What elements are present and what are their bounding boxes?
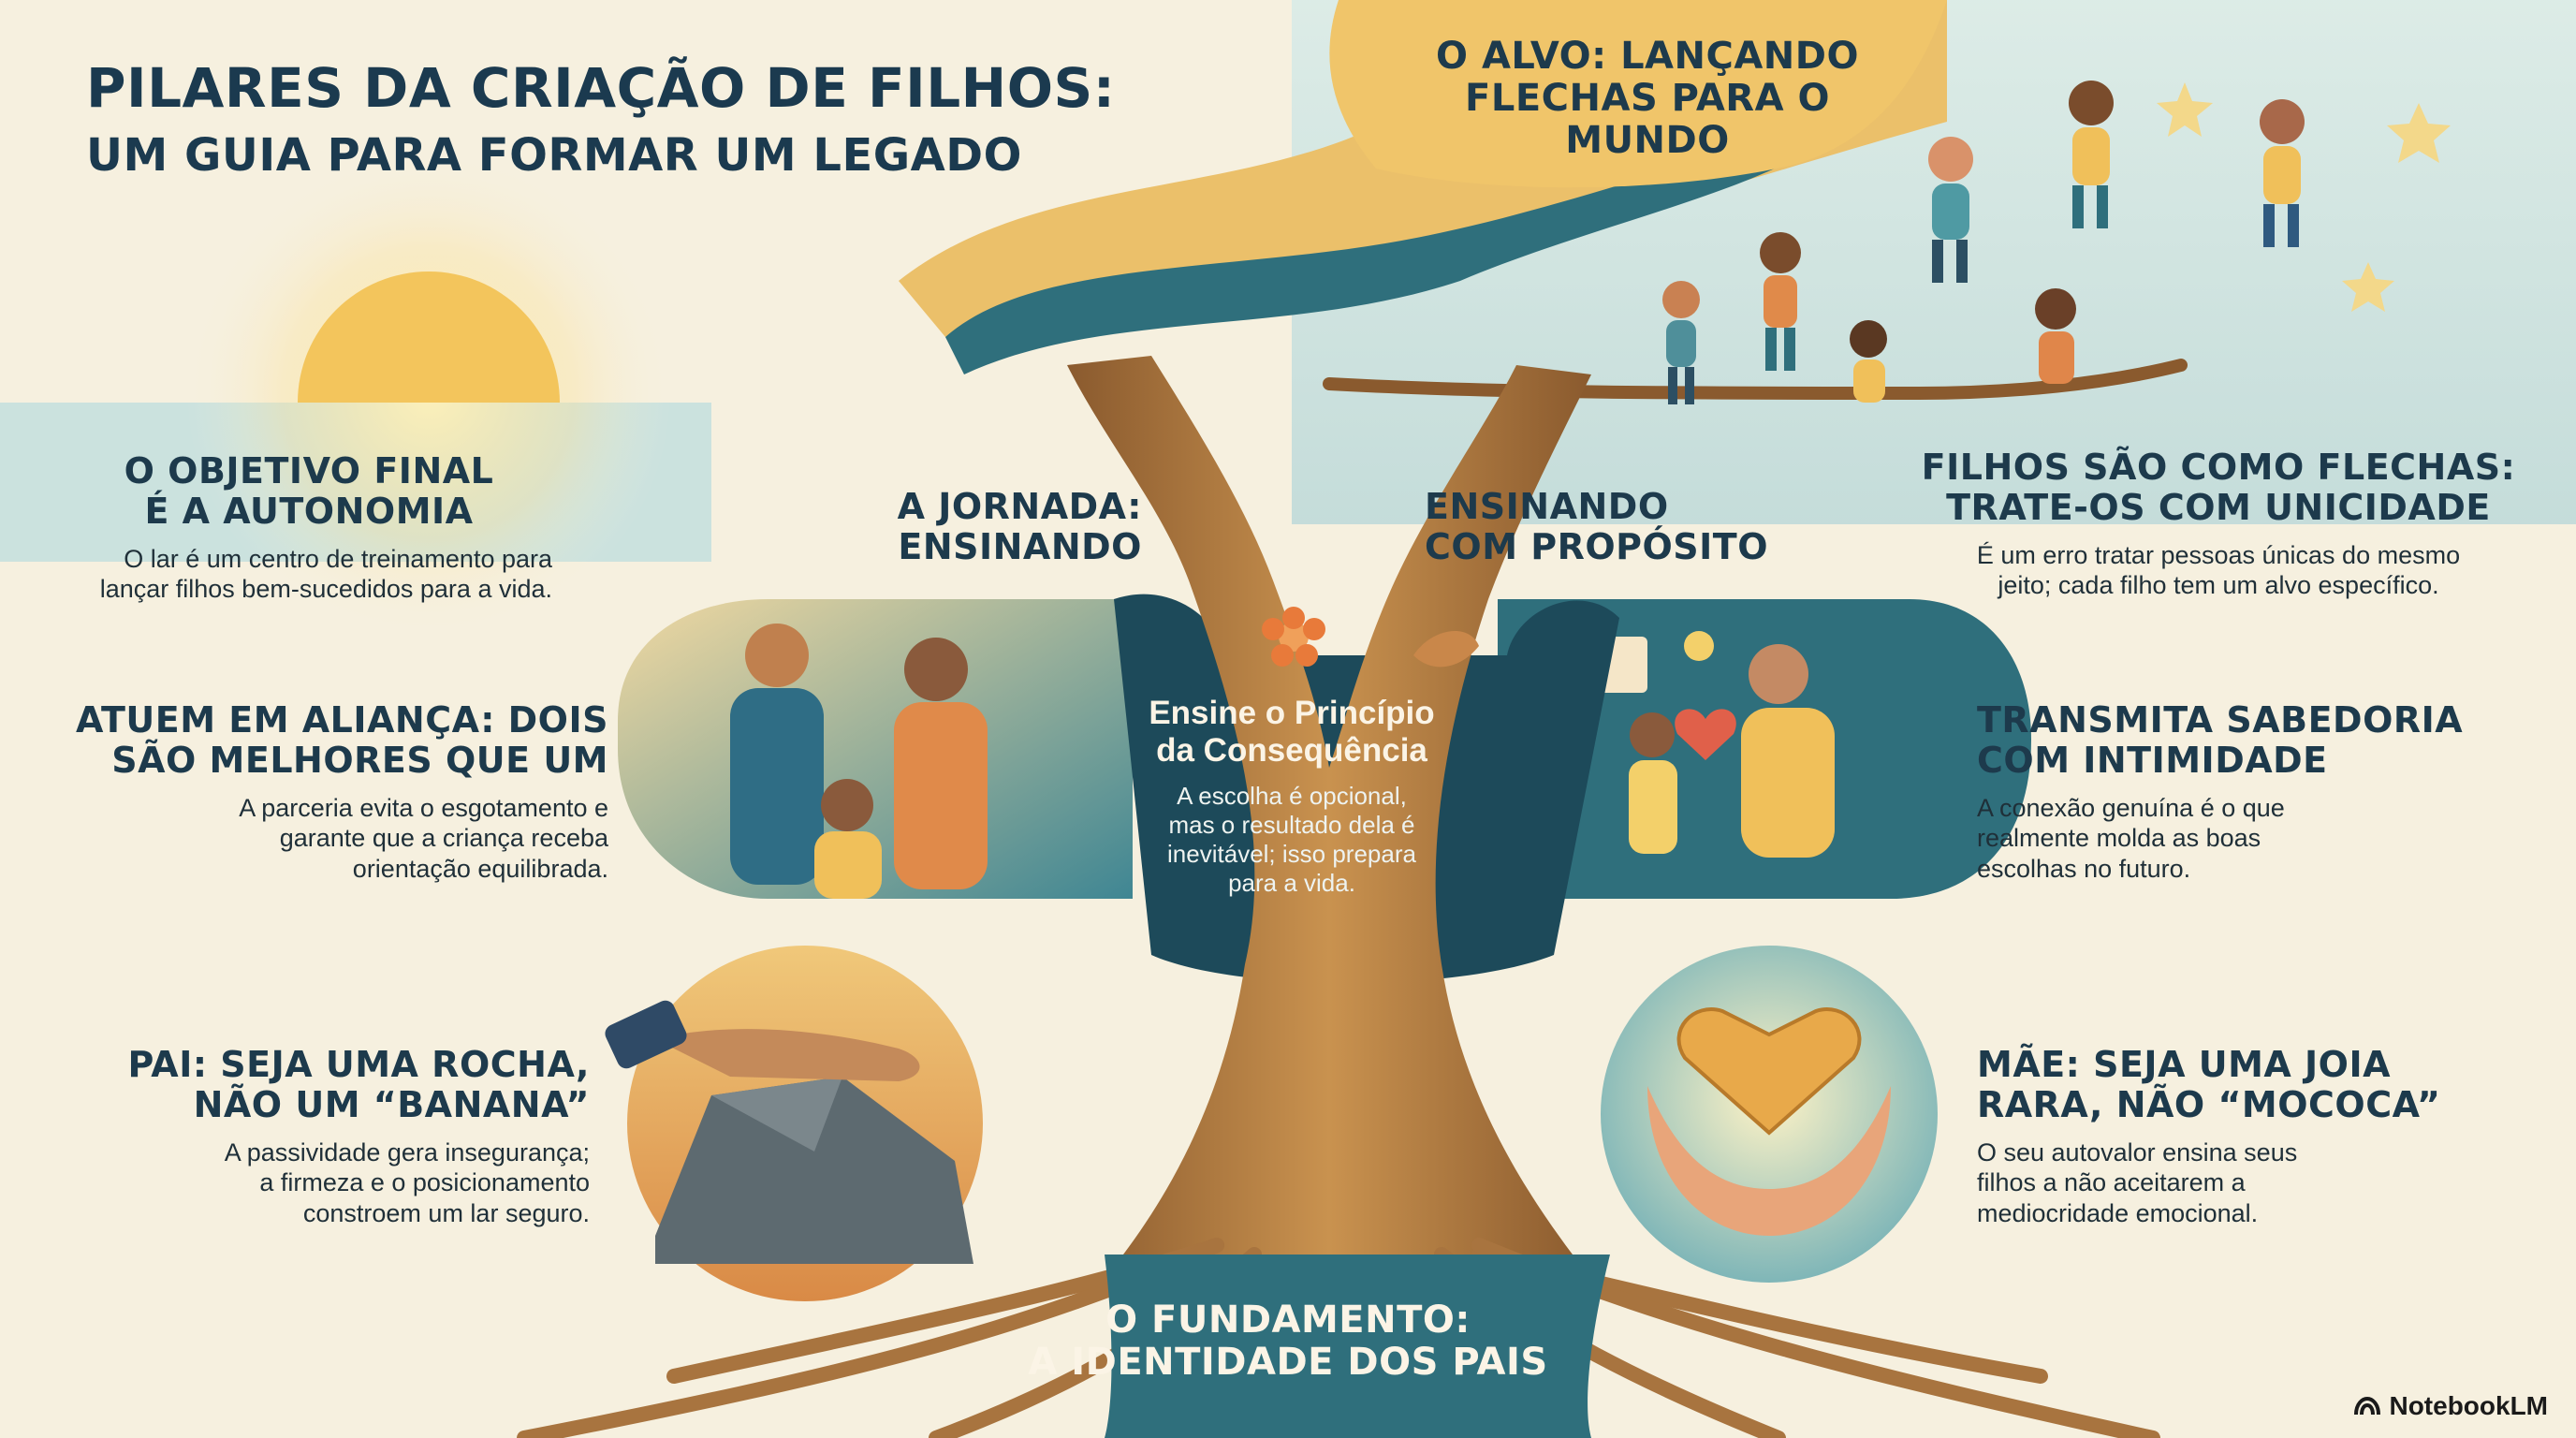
flower-icon — [1262, 607, 1325, 667]
child-4 — [2069, 81, 2114, 228]
sun-icon — [185, 150, 672, 637]
father-body-line-2: a firmeza e o posicionamento — [259, 1168, 590, 1197]
children-branch — [1323, 359, 2188, 401]
hand-on-rock — [655, 1029, 920, 1081]
wisdom-body-line-2: realmente molda as boas — [1977, 824, 2261, 853]
father-section: PAI: SEJA UMA ROCHA, NÃO UM “BANANA” A p… — [66, 1045, 590, 1228]
jewel-scene — [1601, 946, 1938, 1283]
foundation-label-line-1: O FUNDAMENTO: — [1105, 1299, 1471, 1342]
wisdom-heading-line-1: TRANSMITA SABEDORIA — [1977, 699, 2464, 741]
star-icons — [2157, 82, 2451, 312]
alliance-scene — [618, 599, 1133, 899]
page-title: PILARES DA CRIAÇÃO DE FILHOS: — [86, 56, 1116, 120]
father-heading-line-1: PAI: SEJA UMA ROCHA, — [127, 1044, 590, 1085]
autonomy-body-line-2: lançar filhos bem-sucedidos para a vida. — [99, 575, 552, 604]
autonomy-body: O lar é um centro de treinamento para la… — [66, 544, 552, 605]
purpose-label: ENSINANDO COM PROPÓSITO — [1425, 487, 1799, 566]
alliance-section: ATUEM EM ALIANÇA: DOIS SÃO MELHORES QUE … — [66, 700, 608, 884]
rock-scene — [605, 946, 983, 1301]
consequence-heading: Ensine o Princípio da Consequência — [1123, 695, 1460, 770]
arrows-heading: FILHOS SÃO COMO FLECHAS: TRATE-OS COM UN… — [1919, 448, 2518, 527]
leaf-icon — [1413, 630, 1479, 668]
autonomy-heading-line-1: O OBJETIVO FINAL — [124, 450, 494, 492]
mother-body-line-2: filhos a não aceitarem a — [1977, 1168, 2246, 1197]
mother-section: MÃE: SEJA UMA JOIA RARA, NÃO “MOCOCA” O … — [1977, 1045, 2501, 1228]
arrows-body-line-1: É um erro tratar pessoas únicas do mesmo — [1976, 541, 2461, 570]
wisdom-body-line-3: escolhas no futuro. — [1977, 854, 2191, 883]
mother-heading-line-2: RARA, NÃO “MOCOCA” — [1977, 1083, 2441, 1125]
autonomy-body-line-1: O lar é um centro de treinamento para — [124, 545, 552, 574]
alliance-body-line-2: garante que a criança receba — [279, 824, 608, 853]
arrows-body: É um erro tratar pessoas únicas do mesmo… — [1919, 540, 2518, 601]
foundation-label: O FUNDAMENTO: A IDENTIDADE DOS PAIS — [1017, 1299, 1559, 1384]
root-base — [1105, 1255, 1610, 1438]
notebooklm-logo-icon — [2354, 1396, 2381, 1416]
consequence-body-line-4: para a vida. — [1228, 869, 1355, 898]
consequence-body-line-3: inevitável; isso prepara — [1167, 839, 1416, 868]
mother-body: O seu autovalor ensina seus filhos a não… — [1977, 1137, 2501, 1228]
mother-heading: MÃE: SEJA UMA JOIA RARA, NÃO “MOCOCA” — [1977, 1045, 2501, 1124]
tree-trunk — [1067, 356, 1591, 1255]
target-banner-line-2: FLECHAS PARA O MUNDO — [1465, 76, 1830, 162]
wisdom-body: A conexão genuína é o que realmente mold… — [1977, 793, 2501, 884]
consequence-body-line-2: mas o resultado dela é — [1168, 810, 1415, 839]
child-6 — [2035, 288, 2076, 384]
alliance-heading-line-1: ATUEM EM ALIANÇA: DOIS — [76, 699, 608, 741]
child-2 — [1760, 232, 1801, 371]
alliance-body: A parceria evita o esgotamento e garante… — [66, 793, 608, 884]
father-body-line-3: constroem um lar seguro. — [302, 1198, 590, 1227]
mother-body-line-3: mediocridade emocional. — [1977, 1198, 2259, 1227]
consequence-heading-line-2: da Consequência — [1156, 732, 1427, 770]
consequence-body-line-1: A escolha é opcional, — [1177, 781, 1407, 810]
notebooklm-brand: NotebookLM — [2353, 1391, 2548, 1421]
diamond-heart-icon — [1676, 1007, 1862, 1136]
autonomy-heading: O OBJETIVO FINAL É A AUTONOMIA — [66, 451, 552, 531]
canopy — [945, 131, 1835, 374]
autonomy-heading-line-2: É A AUTONOMIA — [144, 490, 474, 532]
purpose-label-line-2: COM PROPÓSITO — [1425, 525, 1769, 567]
alliance-body-line-1: A parceria evita o esgotamento e — [239, 794, 608, 823]
wisdom-heading-line-2: COM INTIMIDADE — [1977, 739, 2328, 781]
banner-shape — [1329, 0, 1947, 188]
child-3 — [1928, 137, 1973, 283]
mother-body-line-1: O seu autovalor ensina seus — [1977, 1138, 2298, 1167]
journey-label: A JORNADA: ENSINANDO — [861, 487, 1142, 566]
child-5 — [2260, 99, 2305, 247]
consequence-heading-line-1: Ensine o Princípio — [1149, 695, 1435, 731]
father-body: A passividade gera insegurança; a firmez… — [66, 1137, 590, 1228]
arrows-heading-line-2: TRATE-OS COM UNICIDADE — [1946, 486, 2491, 528]
cupped-hands — [1647, 1086, 1891, 1236]
consequence-body: A escolha é opcional, mas o resultado de… — [1123, 782, 1460, 899]
journey-label-line-1: A JORNADA: — [897, 486, 1142, 527]
autonomy-section: O OBJETIVO FINAL É A AUTONOMIA O lar é u… — [66, 451, 552, 605]
target-banner: O ALVO: LANÇANDO FLECHAS PARA O MUNDO — [1385, 36, 1910, 161]
wisdom-body-line-1: A conexão genuína é o que — [1977, 794, 2285, 823]
alliance-heading: ATUEM EM ALIANÇA: DOIS SÃO MELHORES QUE … — [66, 700, 608, 780]
wisdom-heading: TRANSMITA SABEDORIA COM INTIMIDADE — [1977, 700, 2501, 780]
arrows-body-line-2: jeito; cada filho tem um alvo específico… — [1998, 571, 2439, 600]
arrows-section: FILHOS SÃO COMO FLECHAS: TRATE-OS COM UN… — [1919, 448, 2518, 601]
journey-label-line-2: ENSINANDO — [898, 525, 1142, 567]
father-body-line-1: A passividade gera insegurança; — [224, 1138, 590, 1167]
foundation-label-line-2: A IDENTIDADE DOS PAIS — [1028, 1340, 1548, 1384]
page-subtitle: UM GUIA PARA FORMAR UM LEGADO — [86, 129, 1022, 182]
wisdom-section: TRANSMITA SABEDORIA COM INTIMIDADE A con… — [1977, 700, 2501, 884]
child-7 — [1850, 320, 1887, 403]
alliance-heading-line-2: SÃO MELHORES QUE UM — [111, 739, 608, 781]
child-1 — [1662, 281, 1700, 404]
father-heading-line-2: NÃO UM “BANANA” — [193, 1083, 590, 1125]
father-heading: PAI: SEJA UMA ROCHA, NÃO UM “BANANA” — [66, 1045, 590, 1124]
brand-label: NotebookLM — [2389, 1391, 2548, 1420]
alliance-body-line-3: orientação equilibrada. — [352, 854, 608, 883]
running-children — [1662, 81, 2305, 404]
mother-heading-line-1: MÃE: SEJA UMA JOIA — [1977, 1044, 2392, 1085]
arrows-heading-line-1: FILHOS SÃO COMO FLECHAS: — [1921, 447, 2516, 488]
consequence-principle: Ensine o Princípio da Consequência A esc… — [1123, 695, 1460, 898]
purpose-label-line-1: ENSINANDO — [1425, 486, 1669, 527]
target-banner-line-1: O ALVO: LANÇANDO — [1436, 35, 1859, 78]
